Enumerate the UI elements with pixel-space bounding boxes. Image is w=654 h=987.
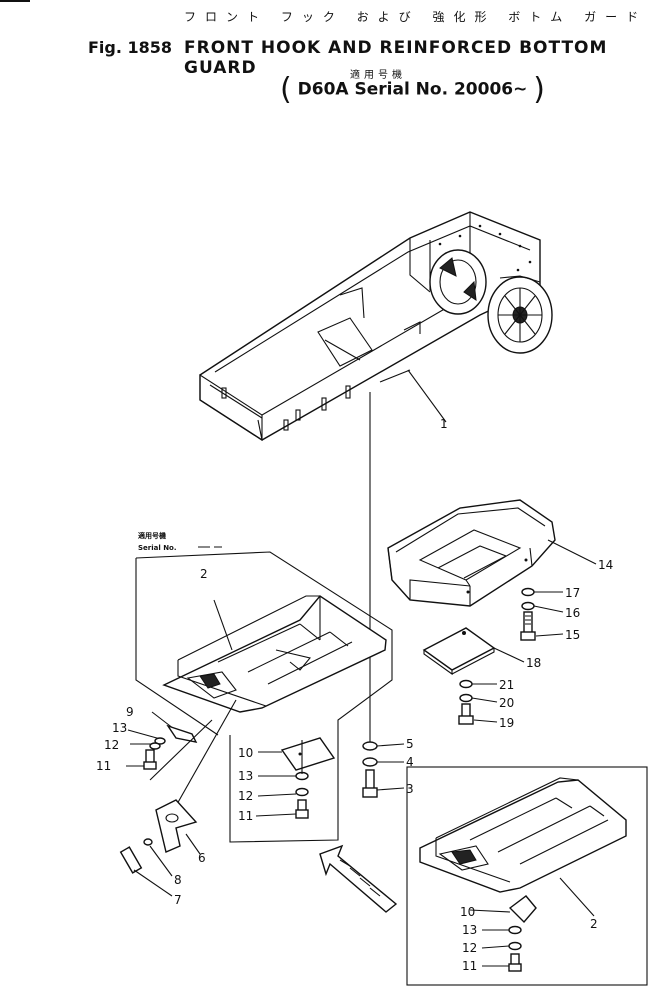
callout-12: 12 [104,738,119,752]
callout-5: 5 [406,737,414,751]
callout-21: 21 [499,678,514,692]
inset-serial-label: Serial No. [138,544,177,552]
bolt-stack-15-17 [520,587,564,641]
callout-4: 4 [406,755,414,769]
callout-10: 10 [238,746,253,760]
callout-20: 20 [499,696,514,710]
alternate-guard-box [406,766,648,986]
callout-12: 12 [238,789,253,803]
inset-jp-label: 適用号機 [138,531,166,540]
leader-14 [547,539,597,565]
callout-11: 11 [462,959,477,973]
callout-18: 18 [526,656,541,670]
callout-labels: 1 2 2 3 4 5 6 7 8 9 10 10 11 11 11 12 12… [96,417,613,973]
callout-16: 16 [565,606,580,620]
serial-text: D60A Serial No. 20006~ [297,79,528,100]
serial-range: ( D60A Serial No. 20006~ ) [280,72,545,107]
bolt-stack-19-21 [458,679,498,725]
callout-10: 10 [460,905,475,919]
figure-number: Fig. 1858 [88,38,173,57]
callout-1: 1 [440,417,448,431]
corner-mark [0,0,30,2]
close-paren-glyph: ) [533,72,545,107]
callout-2: 2 [590,917,598,931]
open-paren-glyph: ( [280,72,292,107]
bolt-stack-3-5 [362,741,405,798]
callout-7: 7 [174,893,182,907]
callout-9: 9 [126,705,134,719]
callout-12: 12 [462,941,477,955]
japanese-applicable-label: 適用号機 [350,70,406,81]
serial-inset-group [135,551,393,843]
callout-17: 17 [565,586,580,600]
figure-title: FRONT HOOK AND REINFORCED BOTTOM GUARD [184,38,608,78]
callout-8: 8 [174,873,182,887]
japanese-title: フロント フック および 強化形 ボトム ガード [184,10,648,24]
leader-1 [407,369,447,423]
callout-14: 14 [598,558,613,572]
callout-6: 6 [198,851,206,865]
callout-2: 2 [200,567,208,581]
callout-3: 3 [406,782,414,796]
callout-11: 11 [96,759,111,773]
callout-13: 13 [462,923,477,937]
callout-13: 13 [238,769,253,783]
callout-19: 19 [499,716,514,730]
hook-assembly [119,699,237,897]
callout-11: 11 [238,809,253,823]
callout-13: 13 [112,721,127,735]
bottom-guard-part [387,499,556,607]
direction-arrow [319,844,398,913]
callout-15: 15 [565,628,580,642]
main-frame-part [199,211,553,442]
plate-18 [422,627,525,676]
